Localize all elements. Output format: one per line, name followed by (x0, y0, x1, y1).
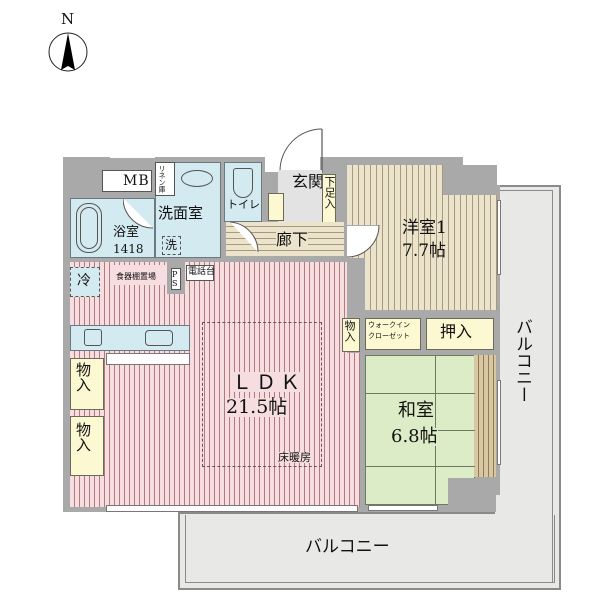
floor-heating-area (202, 322, 322, 467)
storage-small-label: 物入 (343, 320, 356, 342)
washitsu-size: 6.8帖 (391, 426, 438, 447)
washer-space (162, 236, 181, 255)
bath-label: 浴室 (113, 225, 140, 240)
compass: N (48, 8, 88, 78)
ldk-label: ＬＤＫ (232, 370, 304, 394)
walk-in-closet (365, 318, 421, 350)
toilet-label: トイレ (227, 198, 260, 211)
phone-stand (186, 265, 214, 281)
wash-basin (181, 170, 213, 187)
dish-shelf-area (114, 265, 166, 285)
mb-label: MB (123, 173, 150, 189)
fridge-space (70, 267, 100, 297)
oshiire-closet (426, 318, 494, 350)
hallway-label: 廊下 (276, 230, 309, 249)
storage-left-1-label: 物入 (74, 362, 92, 392)
bathtub (76, 203, 102, 253)
storage-left-2-label: 物入 (74, 422, 92, 452)
bath-size: 1418 (113, 242, 144, 256)
washitsu-label: 和室 (398, 400, 434, 421)
storage-left-1 (70, 358, 104, 410)
storage-small (342, 318, 360, 352)
ps-label: PS (172, 270, 178, 288)
oshiire-label: 押入 (440, 322, 473, 341)
balcony-right-label: バルコニー (512, 318, 532, 403)
sink-icon (145, 330, 173, 346)
front-door-swing (279, 128, 323, 173)
western-room-1-size: 7.7帖 (402, 241, 447, 261)
toilet-bowl (233, 168, 253, 198)
walk-in-closet-line1: ウォークイン (368, 321, 410, 329)
tokonoma (474, 355, 496, 477)
balcony-bottom-label: バルコニー (305, 537, 390, 557)
entrance-label-1: 玄関 (292, 172, 325, 191)
washroom-label: 洗面室 (158, 204, 204, 222)
fridge-label: 冷 (77, 273, 91, 289)
compass-north-label: N (61, 10, 75, 28)
washer-label: 洗 (165, 238, 178, 252)
mb-closet (102, 170, 152, 192)
north-arrow-icon (48, 32, 88, 72)
stove-icon (84, 329, 102, 346)
dish-shelf-label: 食器棚置場 (116, 272, 156, 281)
storage-left-2 (70, 416, 104, 476)
entrance (278, 170, 322, 225)
phone-stand-label: 電話台 (188, 267, 216, 277)
western-room-1-label: 洋室1 (402, 218, 447, 238)
ldk-size: 21.5帖 (226, 396, 288, 418)
entrance-storage (268, 193, 284, 221)
floor-heating-label: 床暖房 (278, 451, 311, 464)
walk-in-closet-line2: クローゼット (368, 332, 410, 340)
pipe-space (171, 268, 181, 290)
shoe-storage-label: 下足入 (323, 176, 336, 209)
